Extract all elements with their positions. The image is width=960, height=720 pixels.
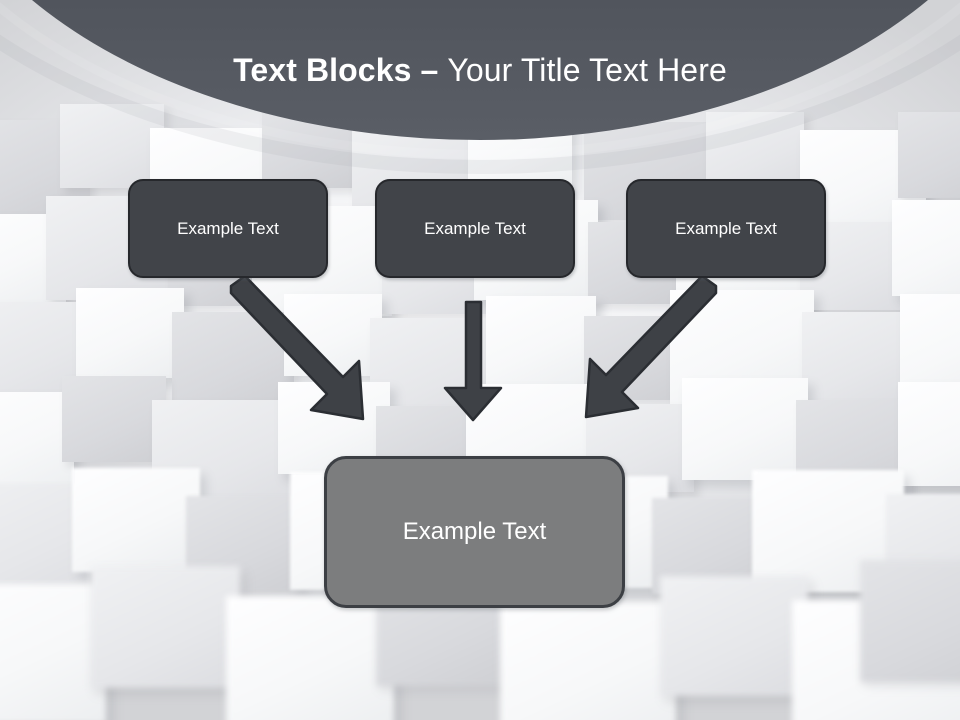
text-block-1[interactable]: Example Text [128, 179, 328, 278]
text-block-1-label: Example Text [177, 218, 279, 238]
title-bold-part: Text Blocks [233, 52, 421, 88]
result-text-block-label: Example Text [402, 518, 547, 545]
text-block-3-label: Example Text [675, 218, 777, 238]
text-block-3[interactable]: Example Text [626, 179, 826, 278]
title-light-part: Your Title Text Here [447, 52, 727, 88]
result-text-block[interactable]: Example Text [324, 456, 625, 608]
title-separator: – [420, 52, 448, 88]
page-title: Text Blocks – Your Title Text Here [0, 50, 960, 90]
text-block-2-label: Example Text [424, 218, 526, 238]
text-block-2[interactable]: Example Text [375, 179, 575, 278]
